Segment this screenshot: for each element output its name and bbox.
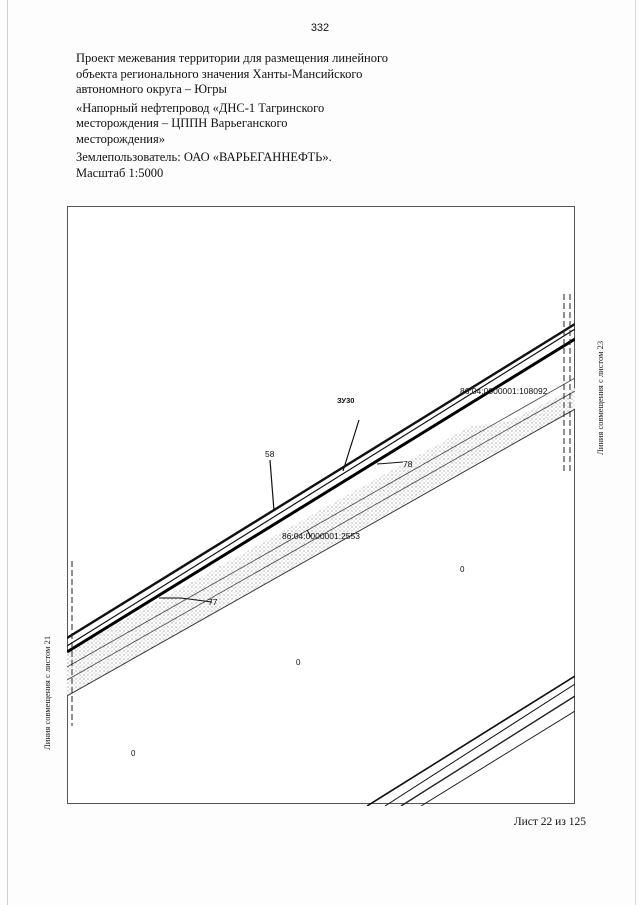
- leader-78: [376, 461, 404, 465]
- header-line: месторождения»: [76, 131, 165, 146]
- header-line: объекта регионального значения Ханты-Ман…: [76, 66, 363, 81]
- leader-cadastral-mid: [306, 529, 312, 538]
- junction-label-left: Линия совмещения с листом 21: [42, 635, 52, 750]
- header-line: месторождения – ЦППН Варьеганского: [76, 116, 288, 130]
- leader-zu30: [342, 419, 360, 472]
- boundary-line-inner: [67, 328, 575, 647]
- map-mark: 0: [460, 565, 465, 574]
- thin-line: [67, 390, 575, 681]
- point-label-78: 78: [403, 459, 413, 469]
- junction-label-right: Линия совмещения с листом 23: [595, 340, 605, 455]
- leader-58: [269, 459, 275, 512]
- cadastral-label-top: 86:04:0000001:108092: [460, 386, 548, 396]
- band-bottom-line: [67, 408, 575, 697]
- survey-map: ЗУ30 58 78 77 86:04:0000001:108092 86:04…: [67, 206, 575, 806]
- page-edge-left: [7, 0, 8, 905]
- document-header: Проект межевания территории для размещен…: [76, 51, 416, 181]
- map-mark: 0: [131, 749, 136, 758]
- sheet-counter: Лист 22 из 125: [513, 816, 586, 828]
- road-line: [400, 695, 575, 806]
- header-line: «Напорный нефтепровод «ДНС-1 Тагринского: [76, 100, 325, 115]
- point-label-58: 58: [265, 449, 275, 459]
- leader-77: [159, 597, 213, 603]
- header-line: Проект межевания территории для размещен…: [76, 51, 389, 65]
- map-frame: [67, 206, 575, 804]
- road-line: [366, 675, 575, 806]
- boundary-line-outer: [67, 322, 575, 640]
- point-label-77: 77: [208, 597, 218, 607]
- page-number: 332: [310, 22, 330, 34]
- right-of-way-band: [67, 388, 575, 696]
- road-line: [420, 710, 575, 806]
- parcel-label-zu30: ЗУ30: [337, 396, 354, 405]
- header-line: Масштаб 1:5000: [76, 165, 164, 180]
- thin-line: [67, 377, 575, 668]
- pipeline-axis: [67, 337, 575, 654]
- header-line: Землепользователь: ОАО «ВАРЬЕГАННЕФТЬ».: [76, 150, 332, 164]
- road-line: [384, 683, 575, 806]
- header-line: автономного округа – Югры: [76, 82, 227, 96]
- map-mark: 0: [296, 658, 301, 667]
- cadastral-label-mid: 86:04:0000001:2553: [282, 531, 360, 541]
- page-edge-right: [635, 0, 636, 905]
